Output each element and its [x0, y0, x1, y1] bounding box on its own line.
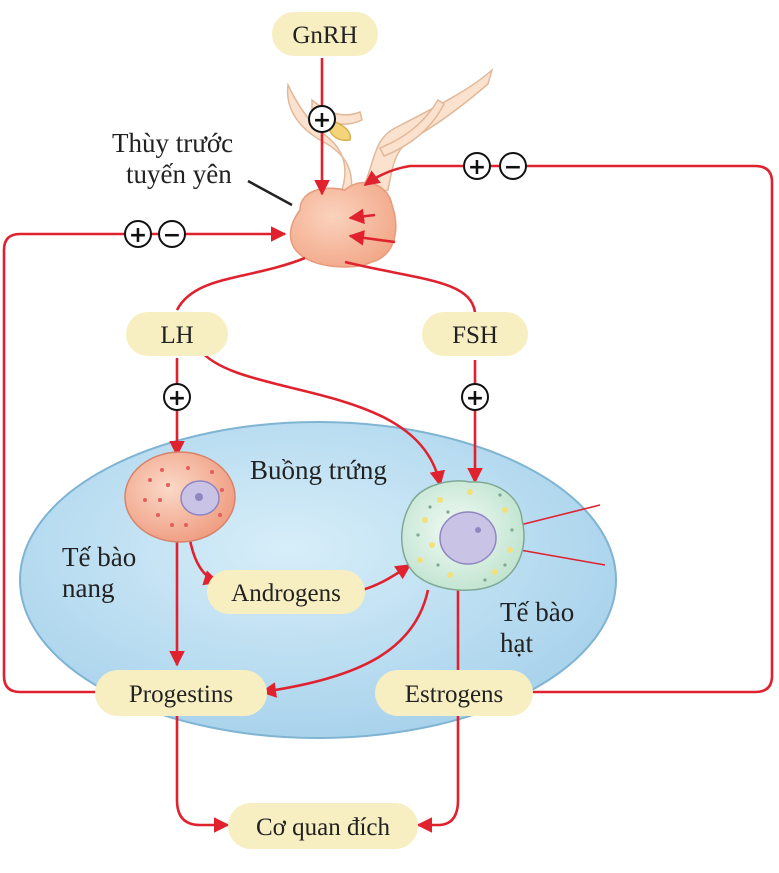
pituitary-to-fsh-line [344, 260, 477, 313]
pituitary-label-line2: tuyến yên [126, 159, 232, 190]
lh-to-granulosa-arrow [198, 349, 446, 487]
theca-cell-label: Tế bào nang [62, 542, 136, 604]
theca-cell-label-line1: Tế bào [62, 542, 137, 572]
anterior-pituitary [289, 181, 397, 268]
hypothalamus-stalk [286, 67, 494, 202]
pituitary-label-pointer [247, 179, 293, 207]
progestins-to-target-arrow [175, 715, 230, 833]
granulosa-to-progestins-arrow [260, 589, 430, 698]
ovary-label: Buồng trứng [250, 455, 387, 485]
svg-text:−: − [504, 155, 522, 180]
pituitary-to-lh-line [175, 256, 306, 311]
progestins-label: Progestins [129, 681, 233, 708]
svg-text:−: − [163, 223, 181, 248]
svg-text:+: + [466, 386, 484, 411]
svg-text:+: + [313, 108, 331, 133]
lh-label: LH [160, 322, 193, 349]
granulosa-cell-label: Tế bào hạt [500, 597, 574, 659]
gnrh-label: GnRH [292, 22, 357, 49]
left-feedback-plus-sign: + [124, 220, 152, 248]
progestin-feedback-loop [2, 226, 287, 694]
fsh-pill: FSH [422, 312, 528, 356]
granulosa-cell-label-line2: hạt [500, 628, 533, 659]
granulosa-cell-label-line1: Tế bào [500, 597, 575, 627]
svg-text:+: + [468, 155, 486, 180]
right-feedback-minus-sign: − [499, 152, 527, 180]
androgens-label: Androgens [231, 580, 341, 607]
gnrh-pill: GnRH [272, 12, 378, 56]
target-organ-pill: Cơ quan đích [228, 803, 418, 849]
pituitary-label: Thùy trước tuyến yên [112, 128, 233, 190]
pituitary-label-line1: Thùy trước [112, 128, 234, 158]
pituitary-input-arrow-2 [348, 230, 396, 246]
lh-pill: LH [126, 312, 228, 356]
granulosa-pointer-1 [519, 504, 601, 526]
lh-plus-sign: + [163, 383, 191, 411]
svg-text:+: + [129, 223, 147, 248]
fsh-plus-sign: + [461, 383, 489, 411]
estrogens-label: Estrogens [405, 681, 504, 708]
left-feedback-minus-sign: − [158, 220, 186, 248]
granulosa-pointer-2 [519, 549, 606, 566]
estrogens-pill: Estrogens [375, 670, 533, 716]
theca-cell-label-line2: nang [62, 573, 115, 604]
fsh-label: FSH [452, 322, 498, 349]
granulosa-cell [400, 480, 525, 591]
estrogens-to-target-arrow [416, 715, 460, 833]
target-organ-label: Cơ quan đích [256, 814, 391, 841]
androgens-to-granulosa-arrow [361, 563, 412, 592]
androgens-pill: Androgens [207, 570, 365, 614]
theca-cell [124, 451, 236, 543]
right-feedback-plus-sign: + [463, 152, 491, 180]
gnrh-plus-sign: + [308, 105, 336, 133]
progestins-pill: Progestins [95, 670, 267, 716]
estrogen-feedback-loop [363, 164, 774, 694]
pituitary-input-arrow-1 [348, 208, 376, 225]
svg-text:+: + [168, 386, 186, 411]
